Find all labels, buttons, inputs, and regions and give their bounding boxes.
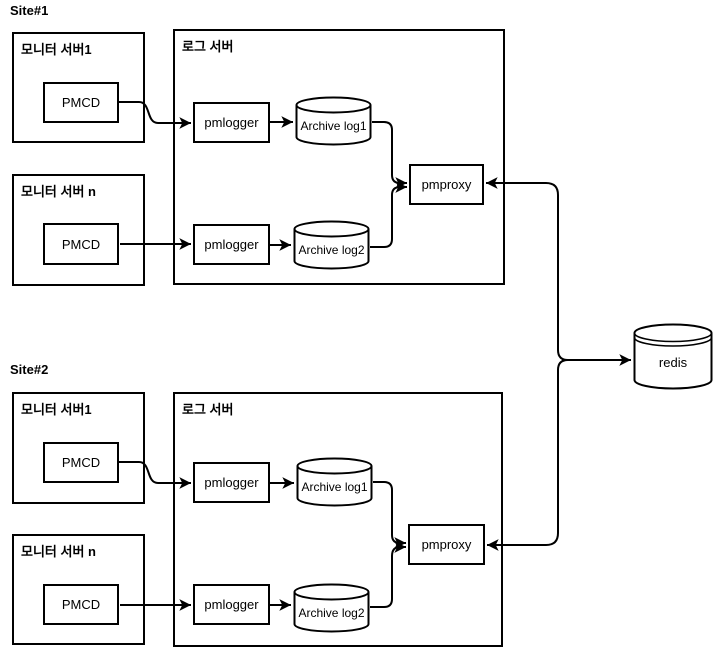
- site1-pmproxy-node: pmproxy: [409, 164, 484, 205]
- site2-archive-log-1-cylinder: Archive log1: [296, 457, 373, 507]
- redis-label: redis: [658, 355, 688, 370]
- site1-log-server-title: 로그 서버: [182, 39, 234, 54]
- cylinder-icon: [296, 457, 373, 507]
- cylinder-icon: [293, 583, 370, 633]
- site1-monitor-server-1-box: 모니터 서버1: [12, 32, 145, 143]
- site1-monitor-server-1-title: 모니터 서버1: [21, 42, 92, 57]
- redis-cylinder: redis: [633, 323, 713, 390]
- site2-monitor-server-1-title: 모니터 서버1: [21, 402, 92, 417]
- site2-label: Site#2: [10, 362, 49, 377]
- site1-archive-log-2-label: Archive log2: [298, 242, 365, 257]
- site2-archive-log-2-cylinder: Archive log2: [293, 583, 370, 633]
- site1-pmlogger-2-node: pmlogger: [193, 224, 270, 265]
- site2-pmlogger-1-node: pmlogger: [193, 462, 270, 503]
- site2-archive-log-1-label: Archive log1: [301, 479, 368, 494]
- site1-monitor1-pmcd-node: PMCD: [43, 82, 119, 123]
- site1-archive-log-2-cylinder: Archive log2: [293, 220, 370, 270]
- site1-archive-log-1-label: Archive log1: [300, 118, 367, 133]
- site2-pmlogger-2-node: pmlogger: [193, 584, 270, 625]
- site2-monitor-n-pmcd-node: PMCD: [43, 584, 119, 625]
- site1-monitor-server-n-box: 모니터 서버 n: [12, 174, 145, 286]
- site1-archive-log-1-cylinder: Archive log1: [295, 96, 372, 146]
- cylinder-icon: [295, 96, 372, 146]
- site1-pmlogger-1-node: pmlogger: [193, 102, 270, 143]
- site2-log-server-title: 로그 서버: [182, 402, 234, 417]
- site2-monitor-server-n-title: 모니터 서버 n: [21, 544, 96, 559]
- cylinder-icon: [293, 220, 370, 270]
- site2-pmproxy-node: pmproxy: [408, 524, 485, 565]
- site1-label: Site#1: [10, 3, 49, 18]
- site1-monitor-n-pmcd-node: PMCD: [43, 223, 119, 265]
- site2-monitor1-pmcd-node: PMCD: [43, 442, 119, 483]
- site2-archive-log-2-label: Archive log2: [298, 605, 365, 620]
- site1-monitor-server-n-title: 모니터 서버 n: [21, 184, 96, 199]
- database-icon: [633, 323, 713, 390]
